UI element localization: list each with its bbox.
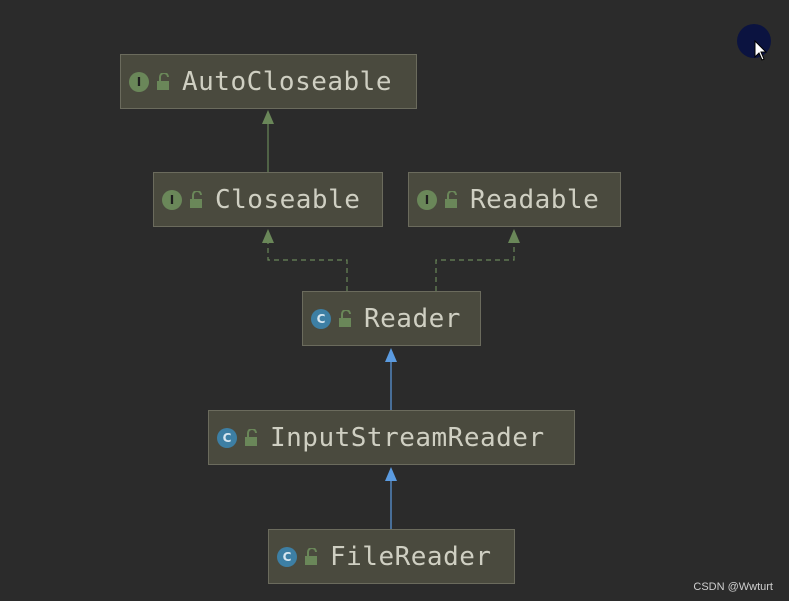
arrowhead-autocloseable: [262, 110, 274, 124]
node-reader[interactable]: C Reader: [302, 291, 481, 346]
node-readable[interactable]: I Readable: [408, 172, 621, 227]
interface-badge-icon: I: [129, 71, 149, 92]
node-label: AutoCloseable: [182, 66, 392, 97]
node-label: Reader: [364, 303, 461, 334]
node-closeable[interactable]: I Closeable: [153, 172, 383, 227]
unlocked-padlock-icon: [245, 428, 257, 446]
mouse-pointer-icon: [754, 40, 768, 61]
interface-badge-icon: I: [162, 189, 182, 210]
interface-badge-icon: I: [417, 189, 437, 210]
arrowhead-inputstreamreader: [385, 467, 397, 481]
node-filereader[interactable]: C FileReader: [268, 529, 515, 584]
unlocked-padlock-icon: [305, 547, 317, 565]
arrowhead-closeable: [262, 229, 274, 243]
unlocked-padlock-icon: [190, 190, 202, 208]
edge-reader-readable: [435, 242, 515, 291]
edge-reader-closeable: [267, 242, 348, 291]
unlocked-padlock-icon: [445, 190, 457, 208]
unlocked-padlock-icon: [339, 309, 351, 327]
node-label: Readable: [470, 184, 600, 215]
node-label: Closeable: [215, 184, 361, 215]
node-label: InputStreamReader: [270, 422, 545, 453]
class-badge-icon: C: [217, 427, 237, 448]
watermark: CSDN @Wwturt: [693, 581, 773, 593]
node-autocloseable[interactable]: I AutoCloseable: [120, 54, 417, 109]
node-inputstreamreader[interactable]: C InputStreamReader: [208, 410, 575, 465]
unlocked-padlock-icon: [157, 72, 169, 90]
arrowhead-readable: [508, 229, 520, 243]
class-badge-icon: C: [277, 546, 297, 567]
node-label: FileReader: [330, 541, 492, 572]
arrowhead-reader: [385, 348, 397, 362]
class-badge-icon: C: [311, 308, 331, 329]
